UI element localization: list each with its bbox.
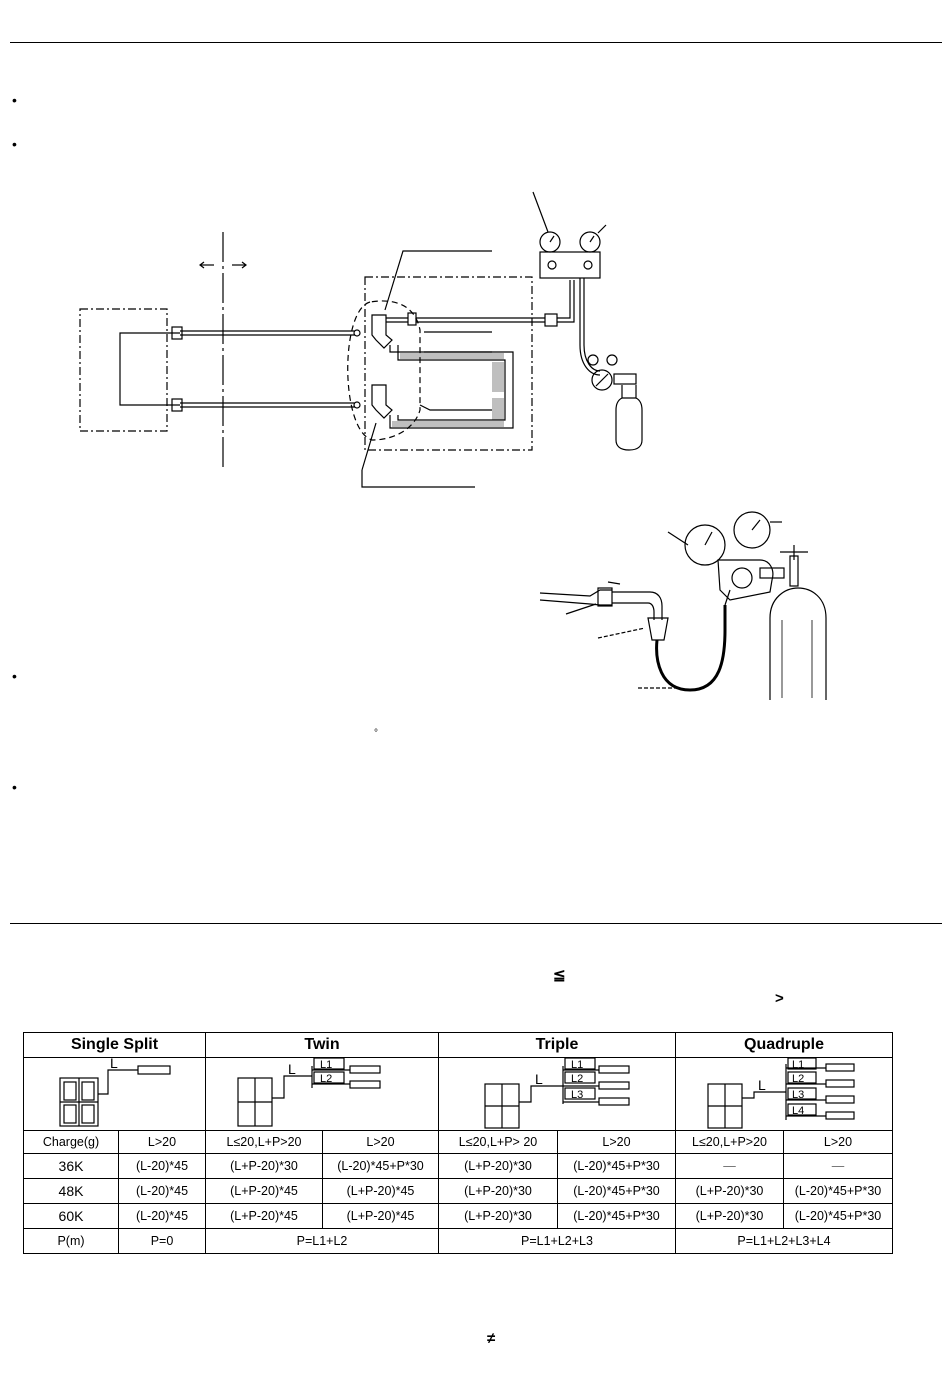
subheader-twin-b: L>20 bbox=[322, 1130, 439, 1154]
table-row: 60K (L-20)*45 (L+P-20)*45 (L+P-20)*45 (L… bbox=[23, 1203, 894, 1229]
table-cell: (L+P-20)*30 bbox=[675, 1203, 784, 1229]
label-L2: L2 bbox=[571, 1073, 583, 1085]
header-twin: Twin bbox=[205, 1032, 439, 1058]
table-cell: (L+P-20)*45 bbox=[322, 1203, 439, 1229]
label-L1: L1 bbox=[320, 1059, 332, 1071]
label-L: L bbox=[535, 1071, 543, 1087]
subheader-quad-a: L≤20,L+P>20 bbox=[675, 1130, 784, 1154]
bullet-3: • bbox=[12, 668, 17, 684]
p-single: P=0 bbox=[118, 1228, 206, 1254]
label-L3: L3 bbox=[571, 1089, 583, 1101]
bullet-2: • bbox=[12, 136, 17, 152]
bullet-1: • bbox=[12, 92, 17, 108]
label-L3: L3 bbox=[792, 1089, 804, 1101]
label-L4: L4 bbox=[792, 1105, 804, 1117]
table-cell: (L-20)*45+P*30 bbox=[782, 1178, 894, 1204]
twin-layout-icon: L L1 L2 bbox=[237, 1058, 381, 1127]
table-cell: (L+P-20)*30 bbox=[675, 1178, 784, 1204]
table-row: 36K (L-20)*45 (L+P-20)*30 (L-20)*45+P*30… bbox=[23, 1153, 894, 1179]
table-cell: (L-20)*45 bbox=[118, 1203, 206, 1229]
p-row: P(m) P=0 P=L1+L2 P=L1+L2+L3 P=L1+L2+L3+L… bbox=[23, 1228, 894, 1254]
single-split-layout-icon: L bbox=[59, 1058, 171, 1127]
table-cell: (L-20)*45+P*30 bbox=[782, 1203, 894, 1229]
single-split-icon-cell: L bbox=[23, 1057, 206, 1131]
model-cell: 36K bbox=[23, 1153, 119, 1179]
table-cell: — bbox=[675, 1153, 784, 1179]
table-cell: (L+P-20)*30 bbox=[205, 1153, 323, 1179]
table-row: 48K (L-20)*45 (L+P-20)*45 (L+P-20)*45 (L… bbox=[23, 1178, 894, 1204]
table-cell: — bbox=[782, 1153, 894, 1179]
less-equal-symbol: ≦ bbox=[553, 967, 566, 984]
greater-than-symbol: > bbox=[775, 990, 784, 1007]
table-cell: (L-20)*45+P*30 bbox=[557, 1178, 676, 1204]
subheader-triple-b: L>20 bbox=[557, 1130, 676, 1154]
quadruple-layout-icon: L L1 L2 L3 L4 bbox=[707, 1058, 855, 1129]
piping-diagram bbox=[79, 191, 643, 488]
label-L: L bbox=[110, 1058, 118, 1071]
quadruple-icon-cell: L L1 L2 L3 L4 bbox=[674, 1057, 894, 1131]
header-quadruple: Quadruple bbox=[674, 1032, 894, 1058]
triple-layout-icon: L L1 L2 L3 bbox=[484, 1058, 630, 1129]
not-equal-symbol: ≠ bbox=[487, 1330, 496, 1347]
table-cell: (L+P-20)*30 bbox=[438, 1178, 558, 1204]
label-L2: L2 bbox=[792, 1073, 804, 1085]
bullet-4: • bbox=[12, 779, 17, 795]
section-rule bbox=[10, 923, 942, 924]
model-cell: 48K bbox=[23, 1178, 119, 1204]
table-cell: (L-20)*45+P*30 bbox=[322, 1153, 439, 1179]
table-cell: (L-20)*45+P*30 bbox=[557, 1203, 676, 1229]
label-L2: L2 bbox=[320, 1073, 332, 1085]
subheader-twin-a: L≤20,L+P>20 bbox=[205, 1130, 323, 1154]
table-cell: (L+P-20)*30 bbox=[438, 1203, 558, 1229]
subheader-charge: Charge(g) bbox=[23, 1130, 119, 1154]
table-cell: (L-20)*45+P*30 bbox=[557, 1153, 676, 1179]
p-twin: P=L1+L2 bbox=[205, 1228, 439, 1254]
table-cell: (L+P-20)*45 bbox=[322, 1178, 439, 1204]
top-rule bbox=[10, 42, 942, 43]
table-cell: (L-20)*45 bbox=[118, 1153, 206, 1179]
table-cell: (L-20)*45 bbox=[118, 1178, 206, 1204]
p-label: P(m) bbox=[23, 1228, 119, 1254]
twin-icon-cell: L L1 L2 bbox=[205, 1057, 439, 1131]
model-cell: 60K bbox=[23, 1203, 119, 1229]
table-cell: (L+P-20)*30 bbox=[438, 1153, 558, 1179]
label-L: L bbox=[758, 1077, 766, 1093]
label-L1: L1 bbox=[571, 1059, 583, 1071]
refrigerant-charge-table: Single Split Twin Triple Quadruple L bbox=[23, 1032, 894, 1254]
table-cell: (L+P-20)*45 bbox=[205, 1203, 323, 1229]
header-single-split: Single Split bbox=[23, 1032, 206, 1058]
p-quad: P=L1+L2+L3+L4 bbox=[674, 1228, 894, 1254]
triple-icon-cell: L L1 L2 L3 bbox=[438, 1057, 676, 1131]
table-cell: (L+P-20)*45 bbox=[205, 1178, 323, 1204]
subheader-quad-b: L>20 bbox=[782, 1130, 894, 1154]
subheader-single-l: L>20 bbox=[118, 1130, 206, 1154]
header-triple: Triple bbox=[438, 1032, 676, 1058]
degree-symbol: ° bbox=[374, 728, 378, 739]
label-L1: L1 bbox=[792, 1059, 804, 1071]
subheader-triple-a: L≤20,L+P> 20 bbox=[438, 1130, 558, 1154]
p-triple: P=L1+L2+L3 bbox=[438, 1228, 676, 1254]
label-L: L bbox=[288, 1061, 296, 1077]
